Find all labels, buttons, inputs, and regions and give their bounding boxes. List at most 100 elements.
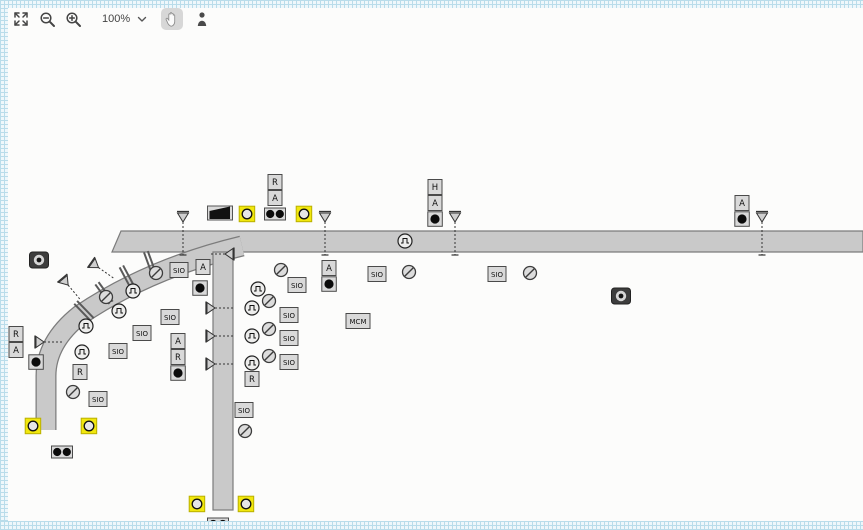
- photo-eye-left-icon[interactable]: [211, 247, 235, 261]
- a-box[interactable]: A: [8, 342, 24, 358]
- camera-icon[interactable]: [29, 251, 49, 269]
- svg-text:SIO: SIO: [136, 330, 149, 338]
- hand-icon: [165, 12, 176, 27]
- fit-screen-button[interactable]: [10, 8, 32, 30]
- r-box[interactable]: R: [267, 174, 283, 190]
- indicator-dot-box[interactable]: [734, 211, 750, 227]
- a-box[interactable]: A: [267, 190, 283, 206]
- motor-pulse-icon[interactable]: [125, 283, 141, 299]
- svg-text:SIO: SIO: [173, 267, 186, 275]
- vertical-spur-conveyor[interactable]: [212, 251, 234, 511]
- ramp-icon[interactable]: [207, 205, 233, 221]
- svg-text:A: A: [739, 199, 745, 209]
- sio-box[interactable]: SIO: [169, 262, 189, 278]
- disabled-sensor-icon[interactable]: [261, 348, 277, 364]
- motor-pulse-icon[interactable]: [397, 233, 413, 249]
- photo-eye-right-icon[interactable]: [205, 329, 233, 343]
- toolbar: 100%: [8, 6, 863, 32]
- svg-text:A: A: [175, 337, 181, 347]
- indicator-dots-box[interactable]: [51, 445, 73, 459]
- indicator-dot-box[interactable]: [427, 211, 443, 227]
- svg-text:R: R: [272, 178, 278, 188]
- photo-eye-down-icon[interactable]: [755, 210, 769, 256]
- a-box[interactable]: A: [427, 195, 443, 211]
- zoom-level-select[interactable]: 100%: [102, 13, 147, 25]
- zoom-out-button[interactable]: [36, 8, 58, 30]
- a-box[interactable]: A: [321, 260, 337, 276]
- sio-box[interactable]: SIO: [279, 330, 299, 346]
- main-horizontal-conveyor[interactable]: [111, 230, 863, 253]
- svg-text:SIO: SIO: [283, 335, 296, 343]
- photo-eye-right-icon[interactable]: [205, 301, 233, 315]
- a-box[interactable]: A: [170, 333, 186, 349]
- motor-pulse-icon[interactable]: [78, 318, 94, 334]
- disabled-sensor-icon[interactable]: [273, 262, 289, 278]
- disabled-sensor-icon[interactable]: [261, 321, 277, 337]
- sio-box[interactable]: SIO: [160, 309, 180, 325]
- indicator-dot-box[interactable]: [321, 276, 337, 292]
- sio-box[interactable]: SIO: [132, 325, 152, 341]
- lamp-indicator[interactable]: [237, 495, 255, 513]
- chevron-down-icon: [137, 16, 147, 22]
- r-box[interactable]: R: [170, 349, 186, 365]
- svg-text:A: A: [200, 263, 206, 273]
- lamp-indicator[interactable]: [188, 495, 206, 513]
- sio-box[interactable]: SIO: [88, 391, 108, 407]
- disabled-sensor-icon[interactable]: [98, 289, 114, 305]
- disabled-sensor-icon[interactable]: [522, 265, 538, 281]
- svg-text:R: R: [249, 375, 255, 385]
- svg-text:R: R: [175, 353, 181, 363]
- sio-box[interactable]: SIO: [279, 354, 299, 370]
- svg-text:SIO: SIO: [112, 348, 125, 356]
- motor-pulse-icon[interactable]: [74, 344, 90, 360]
- photo-eye-right-icon[interactable]: [56, 273, 84, 303]
- sio-box[interactable]: SIO: [367, 266, 387, 282]
- canvas-margin-grid-bottom: [0, 521, 863, 530]
- photo-eye-right-icon[interactable]: [86, 256, 117, 283]
- indicator-dot-box[interactable]: [192, 280, 208, 296]
- person-tool-button[interactable]: [191, 8, 213, 30]
- lamp-indicator[interactable]: [24, 417, 42, 435]
- lamp-indicator[interactable]: [238, 205, 256, 223]
- svg-text:SIO: SIO: [491, 271, 504, 279]
- motor-pulse-icon[interactable]: [244, 328, 260, 344]
- fit-screen-icon: [14, 12, 28, 26]
- a-box[interactable]: A: [734, 195, 750, 211]
- photo-eye-right-icon[interactable]: [205, 357, 233, 371]
- r-box[interactable]: R: [72, 364, 88, 380]
- disabled-sensor-icon[interactable]: [148, 265, 164, 281]
- lamp-indicator[interactable]: [80, 417, 98, 435]
- sio-box[interactable]: SIO: [287, 277, 307, 293]
- hand-tool-button[interactable]: [161, 8, 184, 30]
- sio-box[interactable]: SIO: [279, 307, 299, 323]
- photo-eye-down-icon[interactable]: [448, 210, 462, 256]
- r-box[interactable]: R: [244, 371, 260, 387]
- lamp-indicator[interactable]: [295, 205, 313, 223]
- disabled-sensor-icon[interactable]: [65, 384, 81, 400]
- curve-branch-conveyor[interactable]: [36, 237, 245, 430]
- photo-eye-right-icon[interactable]: [34, 335, 62, 349]
- photo-eye-down-icon[interactable]: [176, 210, 190, 256]
- motor-pulse-icon[interactable]: [111, 303, 127, 319]
- indicator-dot-box[interactable]: [28, 354, 44, 370]
- photo-eye-down-icon[interactable]: [318, 210, 332, 256]
- motor-pulse-icon[interactable]: [250, 281, 266, 297]
- indicator-dots-box[interactable]: [264, 207, 286, 221]
- motor-pulse-icon[interactable]: [244, 300, 260, 316]
- motor-pulse-icon[interactable]: [244, 355, 260, 371]
- disabled-sensor-icon[interactable]: [261, 293, 277, 309]
- a-box[interactable]: A: [195, 259, 211, 275]
- sio-box[interactable]: SIO: [487, 266, 507, 282]
- indicator-dot-box[interactable]: [170, 365, 186, 381]
- sio-box[interactable]: SIO: [108, 343, 128, 359]
- r-box[interactable]: R: [8, 326, 24, 342]
- h-box[interactable]: H: [427, 179, 443, 195]
- mcm-box[interactable]: MCM: [345, 313, 371, 329]
- zoom-level-value: 100%: [102, 13, 131, 25]
- camera-icon[interactable]: [611, 287, 631, 305]
- disabled-sensor-icon[interactable]: [401, 264, 417, 280]
- disabled-sensor-icon[interactable]: [237, 423, 253, 439]
- sio-box[interactable]: SIO: [234, 402, 254, 418]
- zoom-in-button[interactable]: [62, 8, 84, 30]
